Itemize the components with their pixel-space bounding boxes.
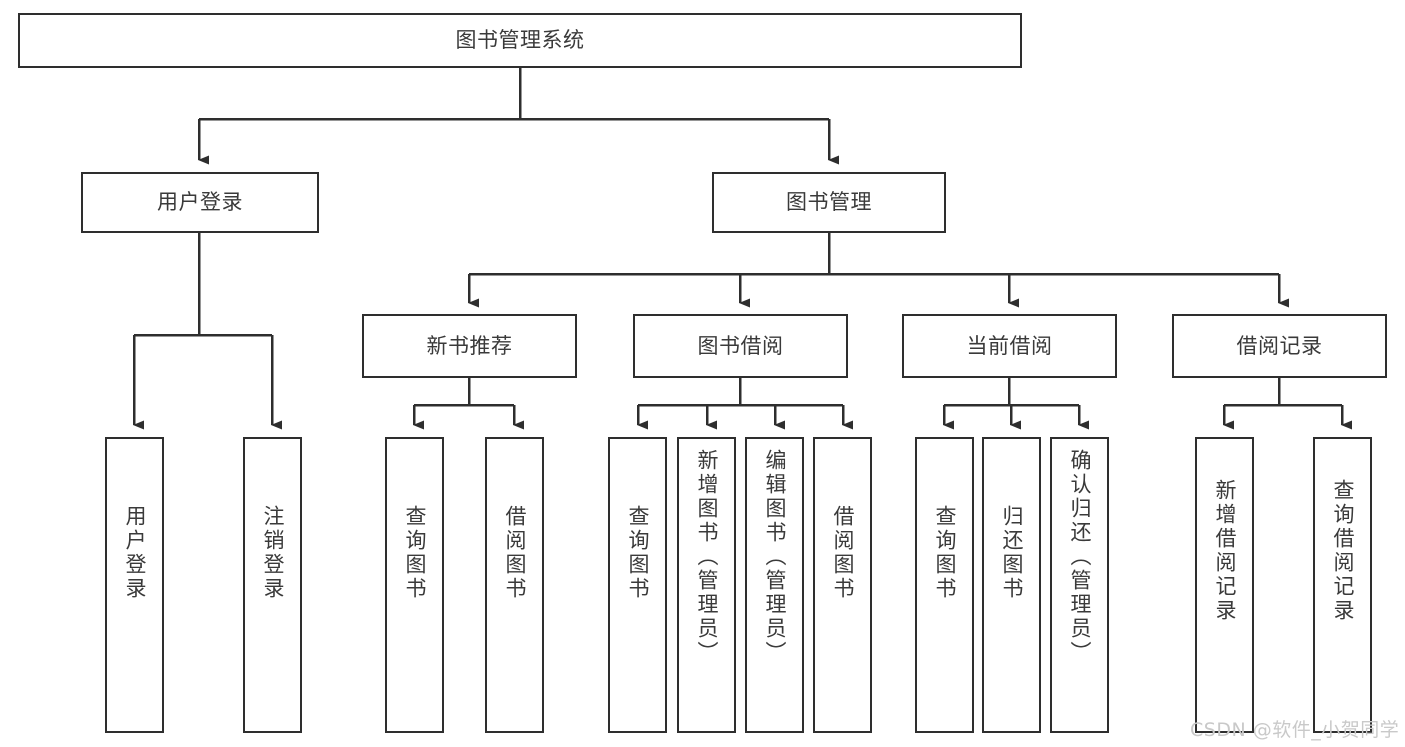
leaf-user-login[interactable]: 用户登录 xyxy=(105,437,164,733)
leaf-borrow-book-recommend-label: 借阅图书 xyxy=(503,505,527,601)
leaf-query-borrow-record-label: 查询借阅记录 xyxy=(1331,479,1355,623)
leaf-logout-login-label: 注销登录 xyxy=(261,505,285,601)
leaf-edit-book-admin[interactable]: 编辑图书（管理员） xyxy=(745,437,804,733)
leaf-confirm-return-admin-label: 确认归还（管理员） xyxy=(1068,449,1092,665)
node-borrow-record[interactable]: 借阅记录 xyxy=(1172,314,1387,378)
leaf-query-book-current-label: 查询图书 xyxy=(933,505,957,601)
leaf-add-book-admin-label: 新增图书（管理员） xyxy=(695,449,719,665)
leaf-user-login-label: 用户登录 xyxy=(123,505,147,601)
node-root-label: 图书管理系统 xyxy=(455,28,585,53)
node-book-borrow-label: 图书借阅 xyxy=(697,333,784,358)
leaf-add-book-admin[interactable]: 新增图书（管理员） xyxy=(677,437,736,733)
leaf-query-book-recommend[interactable]: 查询图书 xyxy=(385,437,444,733)
node-new-book-recommend-label: 新书推荐 xyxy=(426,333,513,358)
leaf-borrow-book-borrow[interactable]: 借阅图书 xyxy=(813,437,872,733)
node-current-borrow[interactable]: 当前借阅 xyxy=(902,314,1117,378)
node-book-borrow[interactable]: 图书借阅 xyxy=(633,314,848,378)
node-book-management-label: 图书管理 xyxy=(786,190,872,215)
node-root-book-management-system[interactable]: 图书管理系统 xyxy=(18,13,1022,68)
leaf-query-book-borrow-label: 查询图书 xyxy=(626,505,650,601)
leaf-logout-login[interactable]: 注销登录 xyxy=(243,437,302,733)
node-current-borrow-label: 当前借阅 xyxy=(966,333,1053,358)
leaf-confirm-return-admin[interactable]: 确认归还（管理员） xyxy=(1050,437,1109,733)
leaf-return-book[interactable]: 归还图书 xyxy=(982,437,1041,733)
leaf-query-book-recommend-label: 查询图书 xyxy=(403,505,427,601)
node-new-book-recommend[interactable]: 新书推荐 xyxy=(362,314,577,378)
leaf-edit-book-admin-label: 编辑图书（管理员） xyxy=(763,449,787,665)
leaf-query-book-borrow[interactable]: 查询图书 xyxy=(608,437,667,733)
node-book-management[interactable]: 图书管理 xyxy=(712,172,946,233)
leaf-query-borrow-record[interactable]: 查询借阅记录 xyxy=(1313,437,1372,733)
leaf-borrow-book-recommend[interactable]: 借阅图书 xyxy=(485,437,544,733)
node-borrow-record-label: 借阅记录 xyxy=(1236,333,1323,358)
leaf-add-borrow-record[interactable]: 新增借阅记录 xyxy=(1195,437,1254,733)
leaf-query-book-current[interactable]: 查询图书 xyxy=(915,437,974,733)
leaf-add-borrow-record-label: 新增借阅记录 xyxy=(1213,479,1237,623)
leaf-return-book-label: 归还图书 xyxy=(1000,505,1024,601)
csdn-watermark: CSDN @软件_小贺同学 xyxy=(1190,719,1400,741)
leaf-borrow-book-borrow-label: 借阅图书 xyxy=(831,505,855,601)
node-user-login[interactable]: 用户登录 xyxy=(81,172,319,233)
node-user-login-label: 用户登录 xyxy=(157,190,243,215)
